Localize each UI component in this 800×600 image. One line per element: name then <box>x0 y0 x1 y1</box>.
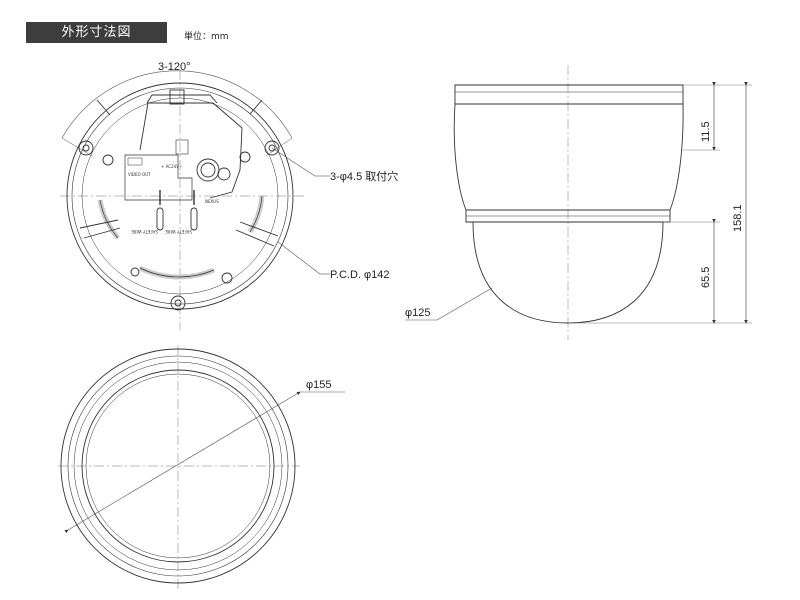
bottom-diameter-label: φ155 <box>306 379 332 391</box>
top-view <box>60 70 330 330</box>
board-text-nexus: NEXUS <box>205 199 219 204</box>
side-view <box>405 65 752 340</box>
unit-label: 単位：mm <box>184 32 229 42</box>
pcd-label: P.C.D. φ142 <box>330 269 390 281</box>
dim-dome: 65.5 <box>700 267 712 288</box>
page-title: 外形寸法図 <box>26 22 167 43</box>
board-text-video: VIDEO OUT <box>128 172 151 177</box>
bottom-view <box>58 345 345 590</box>
dim-dome-dia: φ125 <box>405 307 431 319</box>
dim-top: 11.5 <box>700 121 712 142</box>
board-text-safety-2: SAFETY WIRE <box>165 229 192 234</box>
hole-label: 3-φ4.5 取付穴 <box>330 169 398 183</box>
dim-total: 158.1 <box>732 204 744 232</box>
angle-label: 3-120° <box>158 61 191 73</box>
board-text-safety-1: SAFETY WIRE <box>131 229 158 234</box>
board-text-power: + AC24V – <box>161 164 182 169</box>
